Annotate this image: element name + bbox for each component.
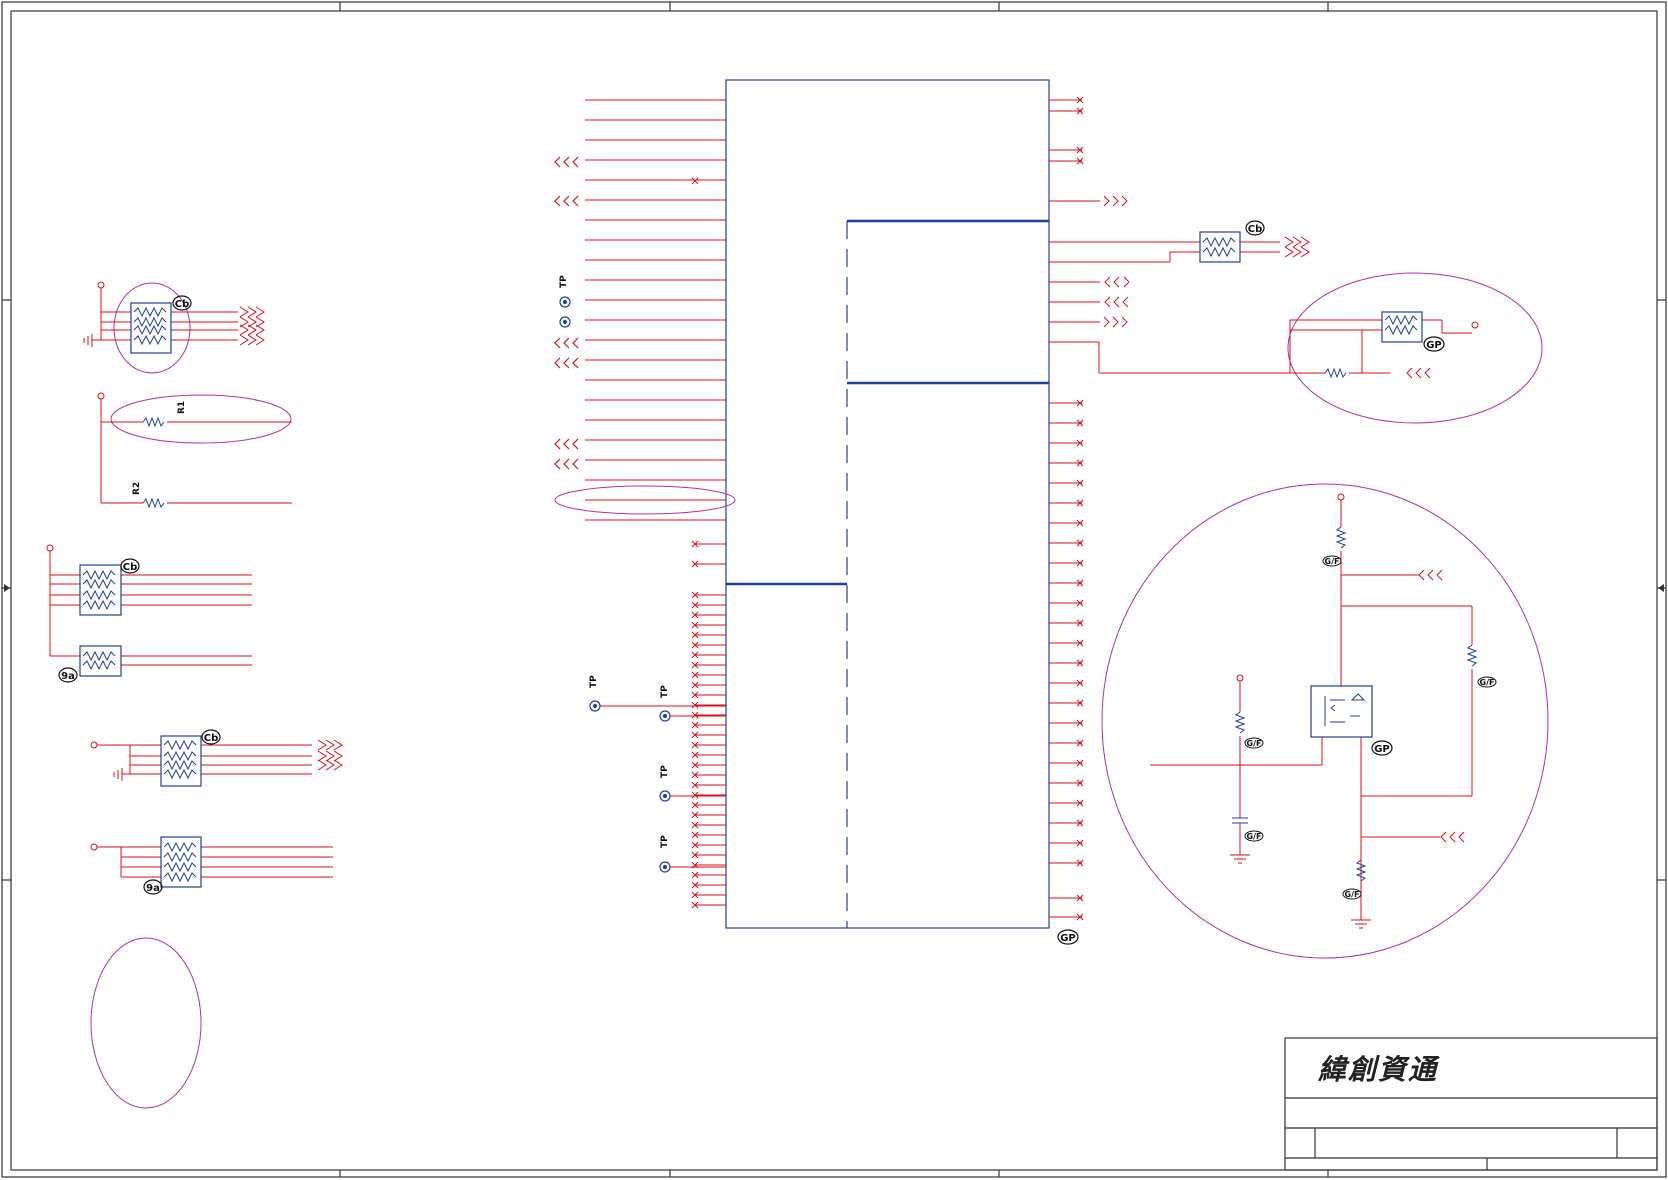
- company-name: 緯創資通: [1318, 1053, 1439, 1086]
- gn-label: G/F: [1247, 832, 1262, 841]
- ic-right-pins: [1049, 96, 1084, 921]
- gp-badge-mosfet: GP: [1371, 740, 1393, 756]
- highlight-circles: [90, 272, 1549, 1109]
- p9-label: 9a: [61, 671, 75, 682]
- rn-group-e: 9a: [90, 836, 333, 895]
- svg-text:TP: TP: [589, 675, 599, 688]
- p9-label: 9a: [146, 883, 160, 894]
- svg-text:TP: TP: [660, 835, 670, 848]
- cb-label: Cb: [204, 733, 219, 744]
- ic-right-nets: [1049, 195, 1310, 374]
- gp-label: GP: [1374, 744, 1390, 755]
- resistor-refdes-b: R1 R2: [132, 401, 187, 495]
- cb-label: Cb: [1248, 224, 1263, 235]
- mosfet-symbol: [1324, 693, 1366, 726]
- rn-right-bubble-resistors: [1384, 314, 1418, 336]
- rn-right-top-resistors: [1202, 236, 1236, 258]
- test-points-ic: [559, 296, 671, 873]
- p9-badge-e: 9a: [143, 879, 163, 895]
- cb-badge-right: Cb: [1245, 220, 1265, 236]
- gn-badges: G/F G/F G/F G/F G/F: [1244, 555, 1497, 900]
- cb-label: Cb: [175, 299, 190, 310]
- gp-badge-main: GP: [1057, 929, 1079, 945]
- p9-badge-c: 9a: [58, 667, 78, 683]
- frame-arrow-right: [1658, 584, 1664, 592]
- svg-text:TP: TP: [660, 765, 670, 778]
- cb-badge-d: Cb: [201, 729, 221, 745]
- svg-text:R2: R2: [132, 482, 142, 495]
- tp-refdes: TP TP TP TP TP: [559, 275, 670, 848]
- offpage-arrows-left: [554, 156, 579, 470]
- gp-label: GP: [1060, 933, 1076, 944]
- gn-label: G/F: [1345, 890, 1360, 899]
- cb-badge-c: Cb: [120, 558, 140, 574]
- mosfet: [1310, 685, 1373, 738]
- frame-arrow-left: [4, 584, 10, 592]
- rn-right-top: [1199, 231, 1241, 263]
- title-block: [1284, 1037, 1658, 1171]
- rn-right-bubble: [1381, 311, 1423, 343]
- svg-text:TP: TP: [559, 275, 569, 288]
- gn-label: G/F: [1325, 557, 1340, 566]
- rn-group-d: Cb: [90, 729, 343, 787]
- rn-group-c: Cb 9a: [46, 544, 252, 683]
- ic-left-pins: [585, 99, 726, 909]
- cb-badge-a: Cb: [172, 295, 192, 311]
- gp-badge-bubble: GP: [1423, 336, 1445, 352]
- resistor-group-b: [97, 392, 292, 509]
- right-bubble-circuit: [1289, 319, 1479, 379]
- rn-group-a: Cb: [83, 281, 265, 354]
- cb-label: Cb: [123, 562, 138, 573]
- svg-text:R1: R1: [177, 401, 187, 414]
- test-point-wires: [600, 705, 726, 868]
- main-ic: [725, 79, 1050, 929]
- gn-label: G/F: [1247, 739, 1262, 748]
- svg-text:TP: TP: [660, 685, 670, 698]
- gn-label: G/F: [1480, 678, 1495, 687]
- mosfet-circuit: [1150, 493, 1478, 929]
- gp-label: GP: [1426, 340, 1442, 351]
